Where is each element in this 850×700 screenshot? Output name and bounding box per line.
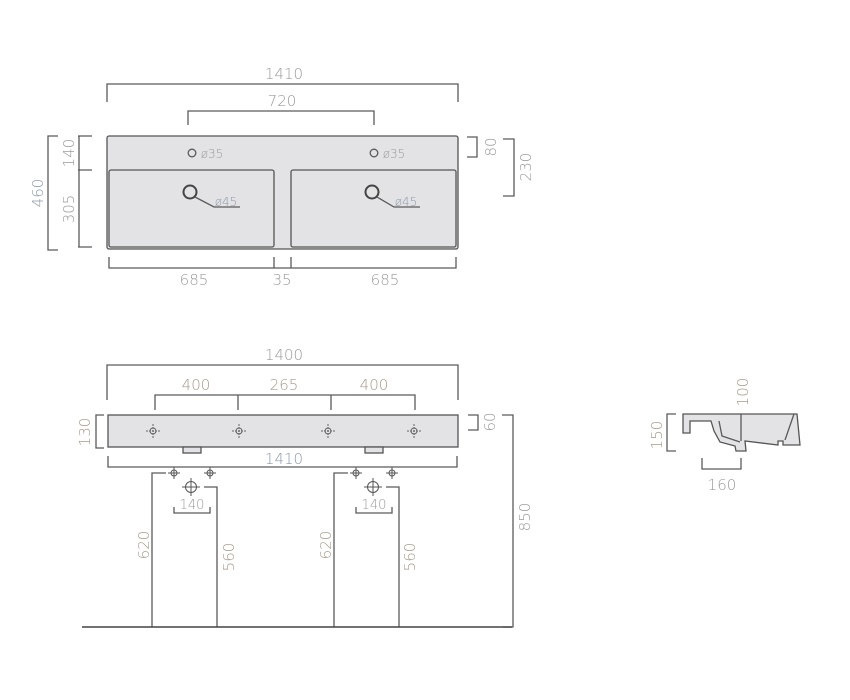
dimension-label: 160 xyxy=(708,476,737,494)
dimension-line xyxy=(333,472,348,627)
drain-hole-icon xyxy=(182,184,198,200)
dimension-line xyxy=(78,135,92,248)
dimension-label: 230 xyxy=(517,153,535,182)
dimension-line xyxy=(106,83,459,102)
dimension-label: 720 xyxy=(268,92,297,110)
dimension-label: 265 xyxy=(270,376,299,394)
dimension-label: 80 xyxy=(482,137,500,156)
dimension-label: 140 xyxy=(60,139,78,168)
dimension-label: 305 xyxy=(60,195,78,224)
dimension-label: 620 xyxy=(135,531,153,560)
front-view: 1400 400 265 400 130 60 850 1410 140 620… xyxy=(76,346,534,628)
dimension-line xyxy=(154,394,416,410)
dimension-label: 140 xyxy=(180,498,205,513)
basin-front-outline xyxy=(107,414,459,448)
dimension-label: 620 xyxy=(317,531,335,560)
top-view: ø35 ø35 ø45 ø45 1410 720 460 140 305 80 … xyxy=(29,65,535,289)
dimension-line xyxy=(47,135,58,251)
dimension-line xyxy=(107,456,458,468)
dimension-label: 35 xyxy=(272,271,291,289)
tap-hole-label: ø35 xyxy=(201,147,224,161)
tap-hole-label: ø35 xyxy=(383,147,406,161)
leader-line xyxy=(376,196,420,208)
supply-marker-icons xyxy=(350,467,398,496)
drain-hole-label: ø45 xyxy=(215,195,238,209)
supply-marker-icons xyxy=(168,467,216,496)
dimension-label: 560 xyxy=(220,543,238,572)
dimension-label: 1410 xyxy=(265,65,303,83)
supply-group-right: 140 620 560 xyxy=(317,467,419,627)
tap-hole-icon xyxy=(369,148,379,158)
dimension-label: 460 xyxy=(29,179,47,208)
dimension-line xyxy=(386,486,400,627)
left-basin xyxy=(108,169,275,248)
side-view: 150 100 160 xyxy=(648,378,801,494)
dimension-label: 685 xyxy=(180,271,209,289)
dimension-label: 150 xyxy=(648,421,666,450)
dimension-label: 140 xyxy=(362,498,387,513)
dimension-label: 100 xyxy=(734,378,752,407)
profile-detail xyxy=(718,413,795,443)
drain-hole-icon xyxy=(364,184,380,200)
dimension-line xyxy=(106,364,459,400)
dimension-line xyxy=(701,458,742,470)
dimension-line xyxy=(95,414,104,449)
leader-line xyxy=(194,196,240,208)
tap-hole-icon xyxy=(187,148,197,158)
dimension-line xyxy=(204,486,218,627)
dimension-line xyxy=(666,413,676,452)
dimension-label: 400 xyxy=(360,376,389,394)
dimension-line xyxy=(151,472,166,627)
dimension-line xyxy=(503,138,515,197)
dimension-line xyxy=(108,257,457,269)
tap-marker-icons xyxy=(146,424,421,438)
dimension-line xyxy=(467,136,478,158)
drain-hole-label: ø45 xyxy=(395,195,418,209)
dimension-line xyxy=(355,507,393,514)
right-basin xyxy=(290,169,457,248)
dimension-label: 130 xyxy=(76,418,94,447)
dimension-line xyxy=(187,110,375,125)
waste-outlet xyxy=(182,446,202,454)
dimension-line xyxy=(173,507,211,514)
waste-outlet xyxy=(364,446,384,454)
dimension-label: 1400 xyxy=(265,346,303,364)
supply-group-left: 140 620 560 xyxy=(135,467,238,627)
dimension-line xyxy=(502,414,514,628)
dimension-line xyxy=(468,414,479,431)
dimension-label: 1410 xyxy=(265,450,303,468)
dimension-label: 60 xyxy=(481,412,499,431)
dimension-label: 400 xyxy=(182,376,211,394)
dimension-label: 685 xyxy=(371,271,400,289)
dimension-label: 560 xyxy=(401,543,419,572)
dimension-label: 850 xyxy=(516,503,534,532)
